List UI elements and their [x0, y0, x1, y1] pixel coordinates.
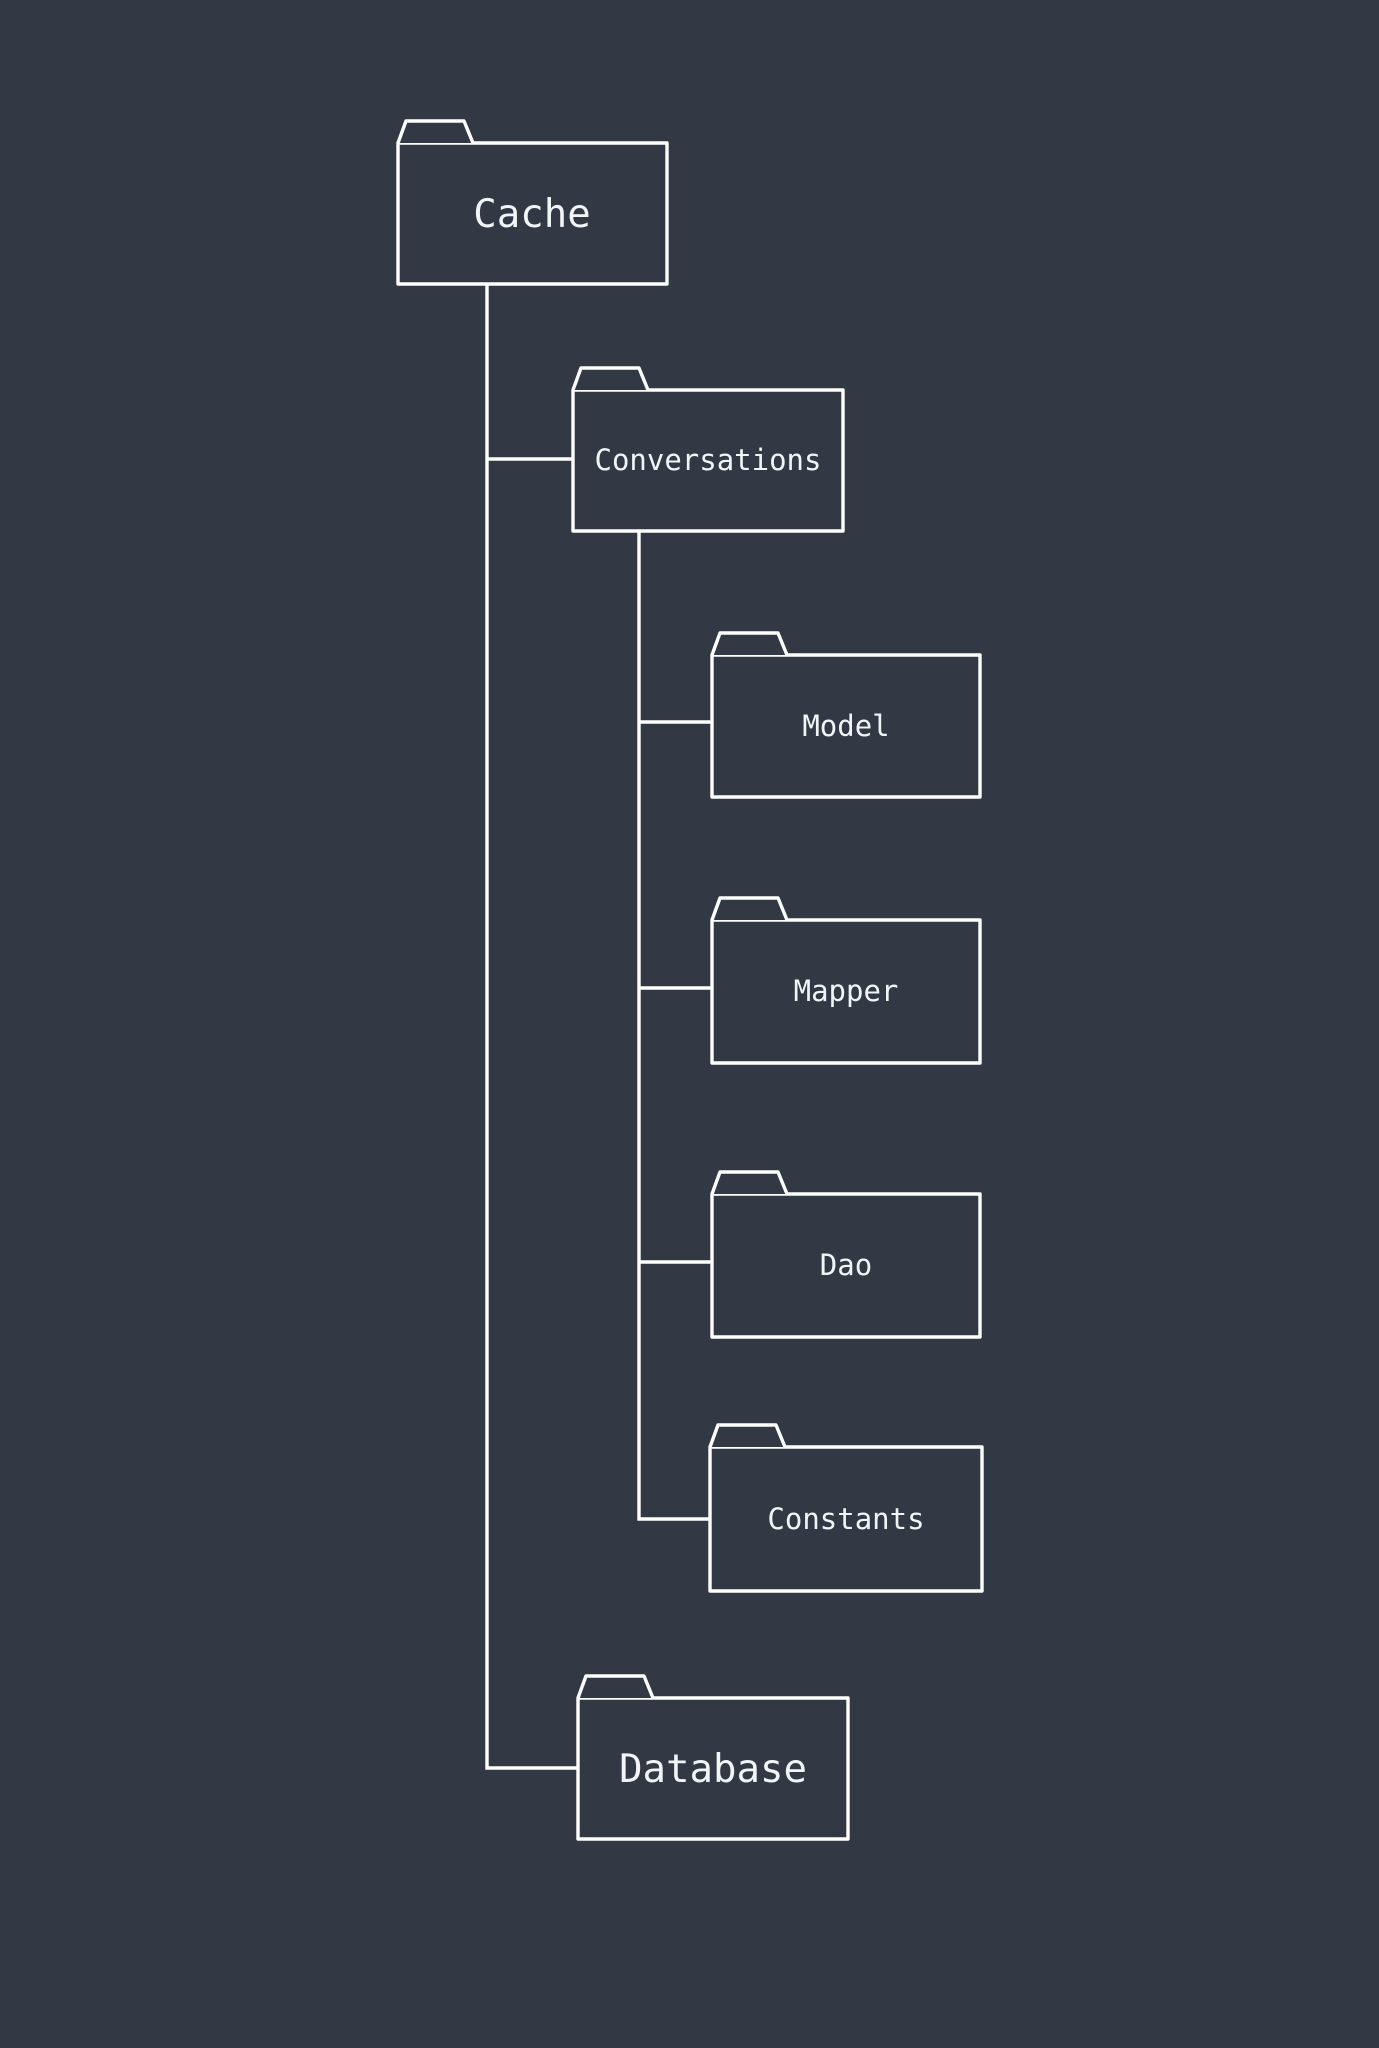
folder-node-model[interactable]: Model: [710, 631, 982, 799]
folder-label-constants: Constants: [767, 1502, 924, 1536]
folder-label-dao: Dao: [820, 1248, 872, 1282]
folder-node-mapper[interactable]: Mapper: [710, 896, 982, 1065]
folder-node-cache[interactable]: Cache: [396, 119, 669, 286]
folder-tab-icon: [710, 896, 789, 921]
folder-body: [576, 1696, 850, 1841]
folder-body: [396, 141, 669, 286]
folder-node-database[interactable]: Database: [576, 1674, 850, 1841]
connector-lines: [485, 283, 712, 1770]
folder-body: [710, 918, 982, 1065]
folder-tab-icon: [396, 119, 475, 144]
folder-label-database: Database: [619, 1747, 807, 1792]
folder-body: [571, 388, 845, 533]
folder-label-mapper: Mapper: [794, 974, 899, 1008]
folder-body: [710, 1192, 982, 1339]
folder-node-constants[interactable]: Constants: [708, 1423, 984, 1593]
folder-node-dao[interactable]: Dao: [710, 1170, 982, 1339]
connector-conversations-constants: [637, 531, 710, 1521]
folder-tab-icon: [710, 631, 789, 656]
connector-cache-database: [485, 283, 578, 1770]
folder-label-model: Model: [802, 709, 889, 743]
folder-label-cache: Cache: [473, 192, 590, 237]
folder-body: [708, 1445, 984, 1593]
folder-tab-icon: [710, 1170, 789, 1195]
folder-tab-icon: [708, 1423, 787, 1448]
folder-tab-icon: [576, 1674, 655, 1699]
folder-node-conversations[interactable]: Conversations: [571, 366, 845, 533]
folder-body: [710, 653, 982, 799]
folder-tab-icon: [571, 366, 650, 391]
folder-label-conversations: Conversations: [595, 443, 822, 477]
